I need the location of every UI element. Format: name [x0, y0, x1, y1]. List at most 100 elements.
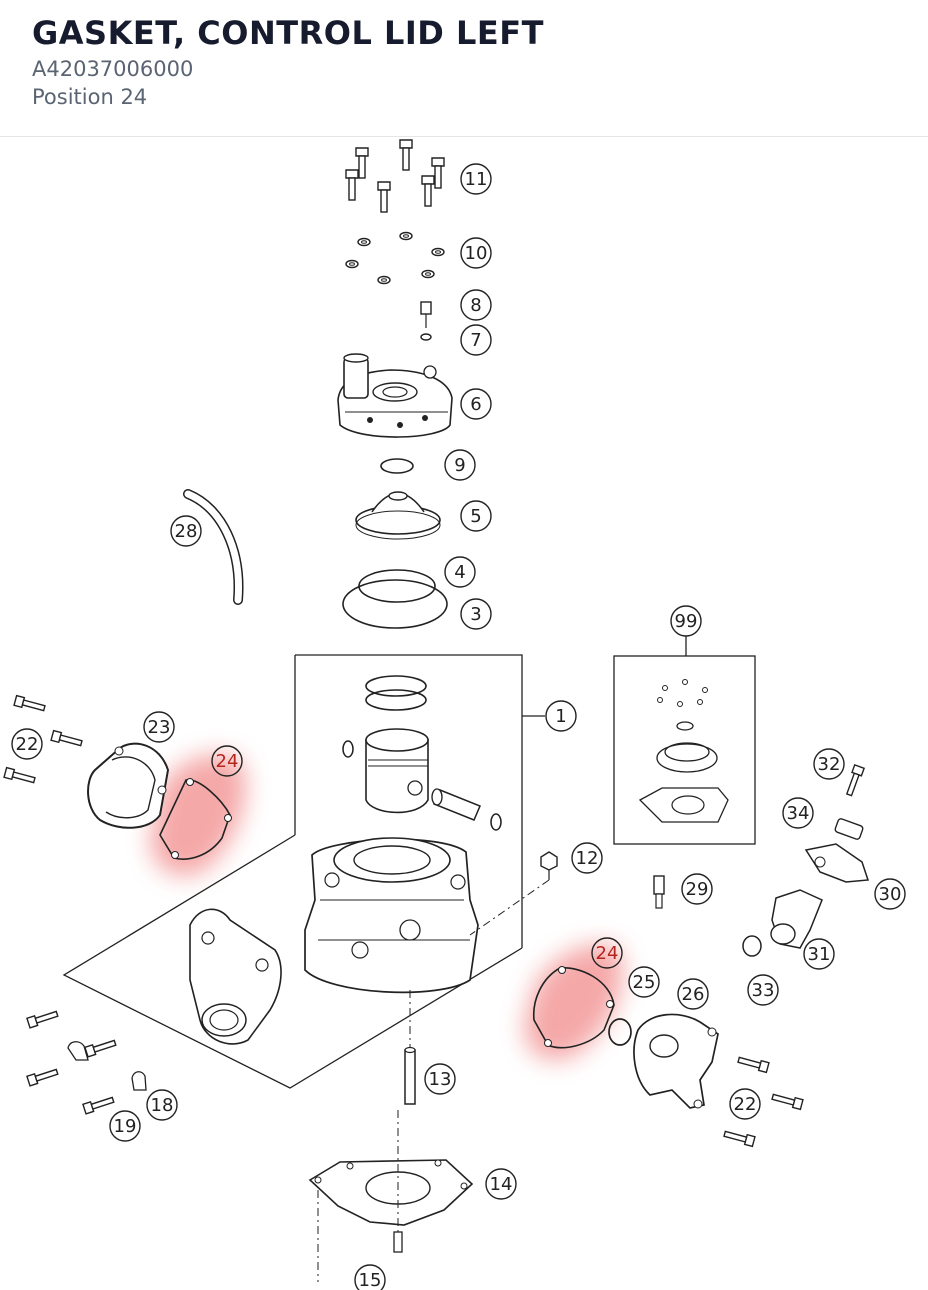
callout-7[interactable]: 7 — [460, 324, 492, 356]
callout-25[interactable]: 25 — [628, 966, 660, 998]
valve-drive-icon[interactable] — [770, 889, 823, 949]
callout-label: 33 — [752, 980, 775, 1001]
callout-label: 10 — [465, 243, 488, 264]
kit-outline-1 — [62, 654, 545, 1089]
callout-label: 28 — [175, 521, 198, 542]
callout-33[interactable]: 33 — [747, 974, 779, 1006]
callout-5[interactable]: 5 — [460, 500, 492, 532]
control-housing-icon[interactable] — [633, 1013, 719, 1109]
head-insert-icon[interactable] — [355, 491, 441, 540]
callout-22[interactable]: 22 — [11, 728, 43, 760]
cylinder-icon[interactable] — [304, 837, 479, 994]
callout-8[interactable]: 8 — [460, 289, 492, 321]
kit-outline-99 — [613, 636, 756, 845]
callout-12[interactable]: 12 — [571, 842, 603, 874]
callout-label: 3 — [470, 604, 481, 625]
stud-icon[interactable] — [404, 1046, 416, 1105]
callout-29[interactable]: 29 — [681, 873, 713, 905]
screw-icon[interactable] — [26, 1008, 118, 1115]
piston-ring-icon[interactable] — [365, 689, 427, 711]
part-title: GASKET, CONTROL LID LEFT — [32, 14, 544, 52]
callout-label: 5 — [470, 506, 481, 527]
callout-label: 13 — [429, 1069, 452, 1090]
callout-label: 32 — [818, 754, 841, 775]
callout-3[interactable]: 3 — [460, 598, 492, 630]
callout-13[interactable]: 13 — [424, 1063, 456, 1095]
plug-icon[interactable] — [742, 935, 762, 957]
callout-26[interactable]: 26 — [677, 978, 709, 1010]
callout-15[interactable]: 15 — [354, 1264, 386, 1290]
sensor-icon[interactable] — [653, 875, 665, 909]
callout-11[interactable]: 11 — [460, 163, 492, 195]
callout-14[interactable]: 14 — [485, 1168, 517, 1200]
callout-label: 29 — [686, 879, 709, 900]
callout-19[interactable]: 19 — [109, 1110, 141, 1142]
callout-label: 25 — [633, 972, 656, 993]
clip-icon[interactable] — [490, 813, 502, 831]
callout-label: 24 — [596, 943, 619, 964]
callout-23[interactable]: 23 — [143, 711, 175, 743]
callout-9[interactable]: 9 — [444, 449, 476, 481]
o-ring-icon[interactable] — [342, 579, 448, 629]
cylinder-head-icon[interactable] — [337, 353, 453, 438]
callout-label: 22 — [734, 1094, 757, 1115]
callout-34[interactable]: 34 — [782, 797, 814, 829]
piston-pin-icon[interactable] — [431, 788, 481, 821]
gasket-icon[interactable] — [532, 966, 615, 1049]
o-ring-icon[interactable] — [358, 569, 436, 603]
callout-30[interactable]: 30 — [874, 878, 906, 910]
base-gasket-icon[interactable] — [308, 1159, 474, 1226]
callout-28[interactable]: 28 — [170, 515, 202, 547]
callout-32[interactable]: 32 — [813, 748, 845, 780]
callout-18[interactable]: 18 — [146, 1089, 178, 1121]
callout-6[interactable]: 6 — [460, 388, 492, 420]
callout-31[interactable]: 31 — [803, 938, 835, 970]
o-ring-icon[interactable] — [608, 1018, 632, 1046]
position-label: Position 24 — [32, 85, 148, 109]
clip-icon[interactable] — [342, 740, 354, 758]
callout-10[interactable]: 10 — [460, 237, 492, 269]
callout-label: 30 — [879, 884, 902, 905]
piston-icon[interactable] — [365, 728, 429, 814]
power-valve-cover-icon[interactable] — [87, 742, 170, 829]
exploded-parts-diagram: 11 10 8 7 6 9 5 43 28 99 1 23 24 22 12 29 32 34 30 31 33 24 25… — [3, 139, 906, 1290]
callout-label: 26 — [682, 984, 705, 1005]
callout-label: 1 — [555, 706, 566, 727]
gasket-icon[interactable] — [159, 778, 232, 860]
part-number: A42037006000 — [32, 57, 194, 81]
bleed-screw-icon[interactable] — [420, 301, 432, 341]
cap-icon[interactable] — [834, 818, 864, 840]
callout-1[interactable]: 1 — [545, 700, 577, 732]
nut-icon[interactable] — [540, 851, 558, 880]
callout-label: 4 — [454, 562, 465, 583]
callout-label: 11 — [465, 169, 488, 190]
callout-label: 24 — [216, 751, 239, 772]
callout-label: 6 — [470, 394, 481, 415]
callout-99[interactable]: 99 — [670, 605, 702, 637]
bracket-icon[interactable] — [67, 1041, 147, 1091]
callout-4[interactable]: 4 — [444, 556, 476, 588]
callout-label: 19 — [114, 1116, 137, 1137]
callout-label: 22 — [16, 734, 39, 755]
part-header: GASKET, CONTROL LID LEFT A42037006000 Po… — [0, 0, 928, 137]
highlight-24-left — [150, 754, 246, 876]
o-ring-icon[interactable] — [380, 458, 414, 474]
exhaust-flange-icon[interactable] — [189, 908, 282, 1045]
washer-icon[interactable] — [345, 231, 445, 285]
screw-icon[interactable] — [345, 139, 445, 213]
callout-group: 11 10 8 7 6 9 5 43 28 99 1 23 24 22 12 29 32 34 30 31 33 24 25… — [11, 163, 906, 1290]
callout-label: 8 — [470, 295, 481, 316]
callout-label: 7 — [470, 330, 481, 351]
callout-label: 23 — [148, 717, 171, 738]
callout-24[interactable]: 24 — [211, 745, 243, 777]
screw-icon[interactable] — [843, 764, 865, 798]
actuator-icon[interactable] — [804, 843, 870, 883]
callout-22[interactable]: 22 — [729, 1088, 761, 1120]
callout-label: 9 — [454, 455, 465, 476]
callout-24[interactable]: 24 — [591, 937, 623, 969]
callout-label: 31 — [808, 944, 831, 965]
dowel-icon[interactable] — [393, 1231, 403, 1253]
callout-label: 18 — [151, 1095, 174, 1116]
piston-ring-icon[interactable] — [365, 675, 427, 697]
callout-label: 34 — [787, 803, 810, 824]
